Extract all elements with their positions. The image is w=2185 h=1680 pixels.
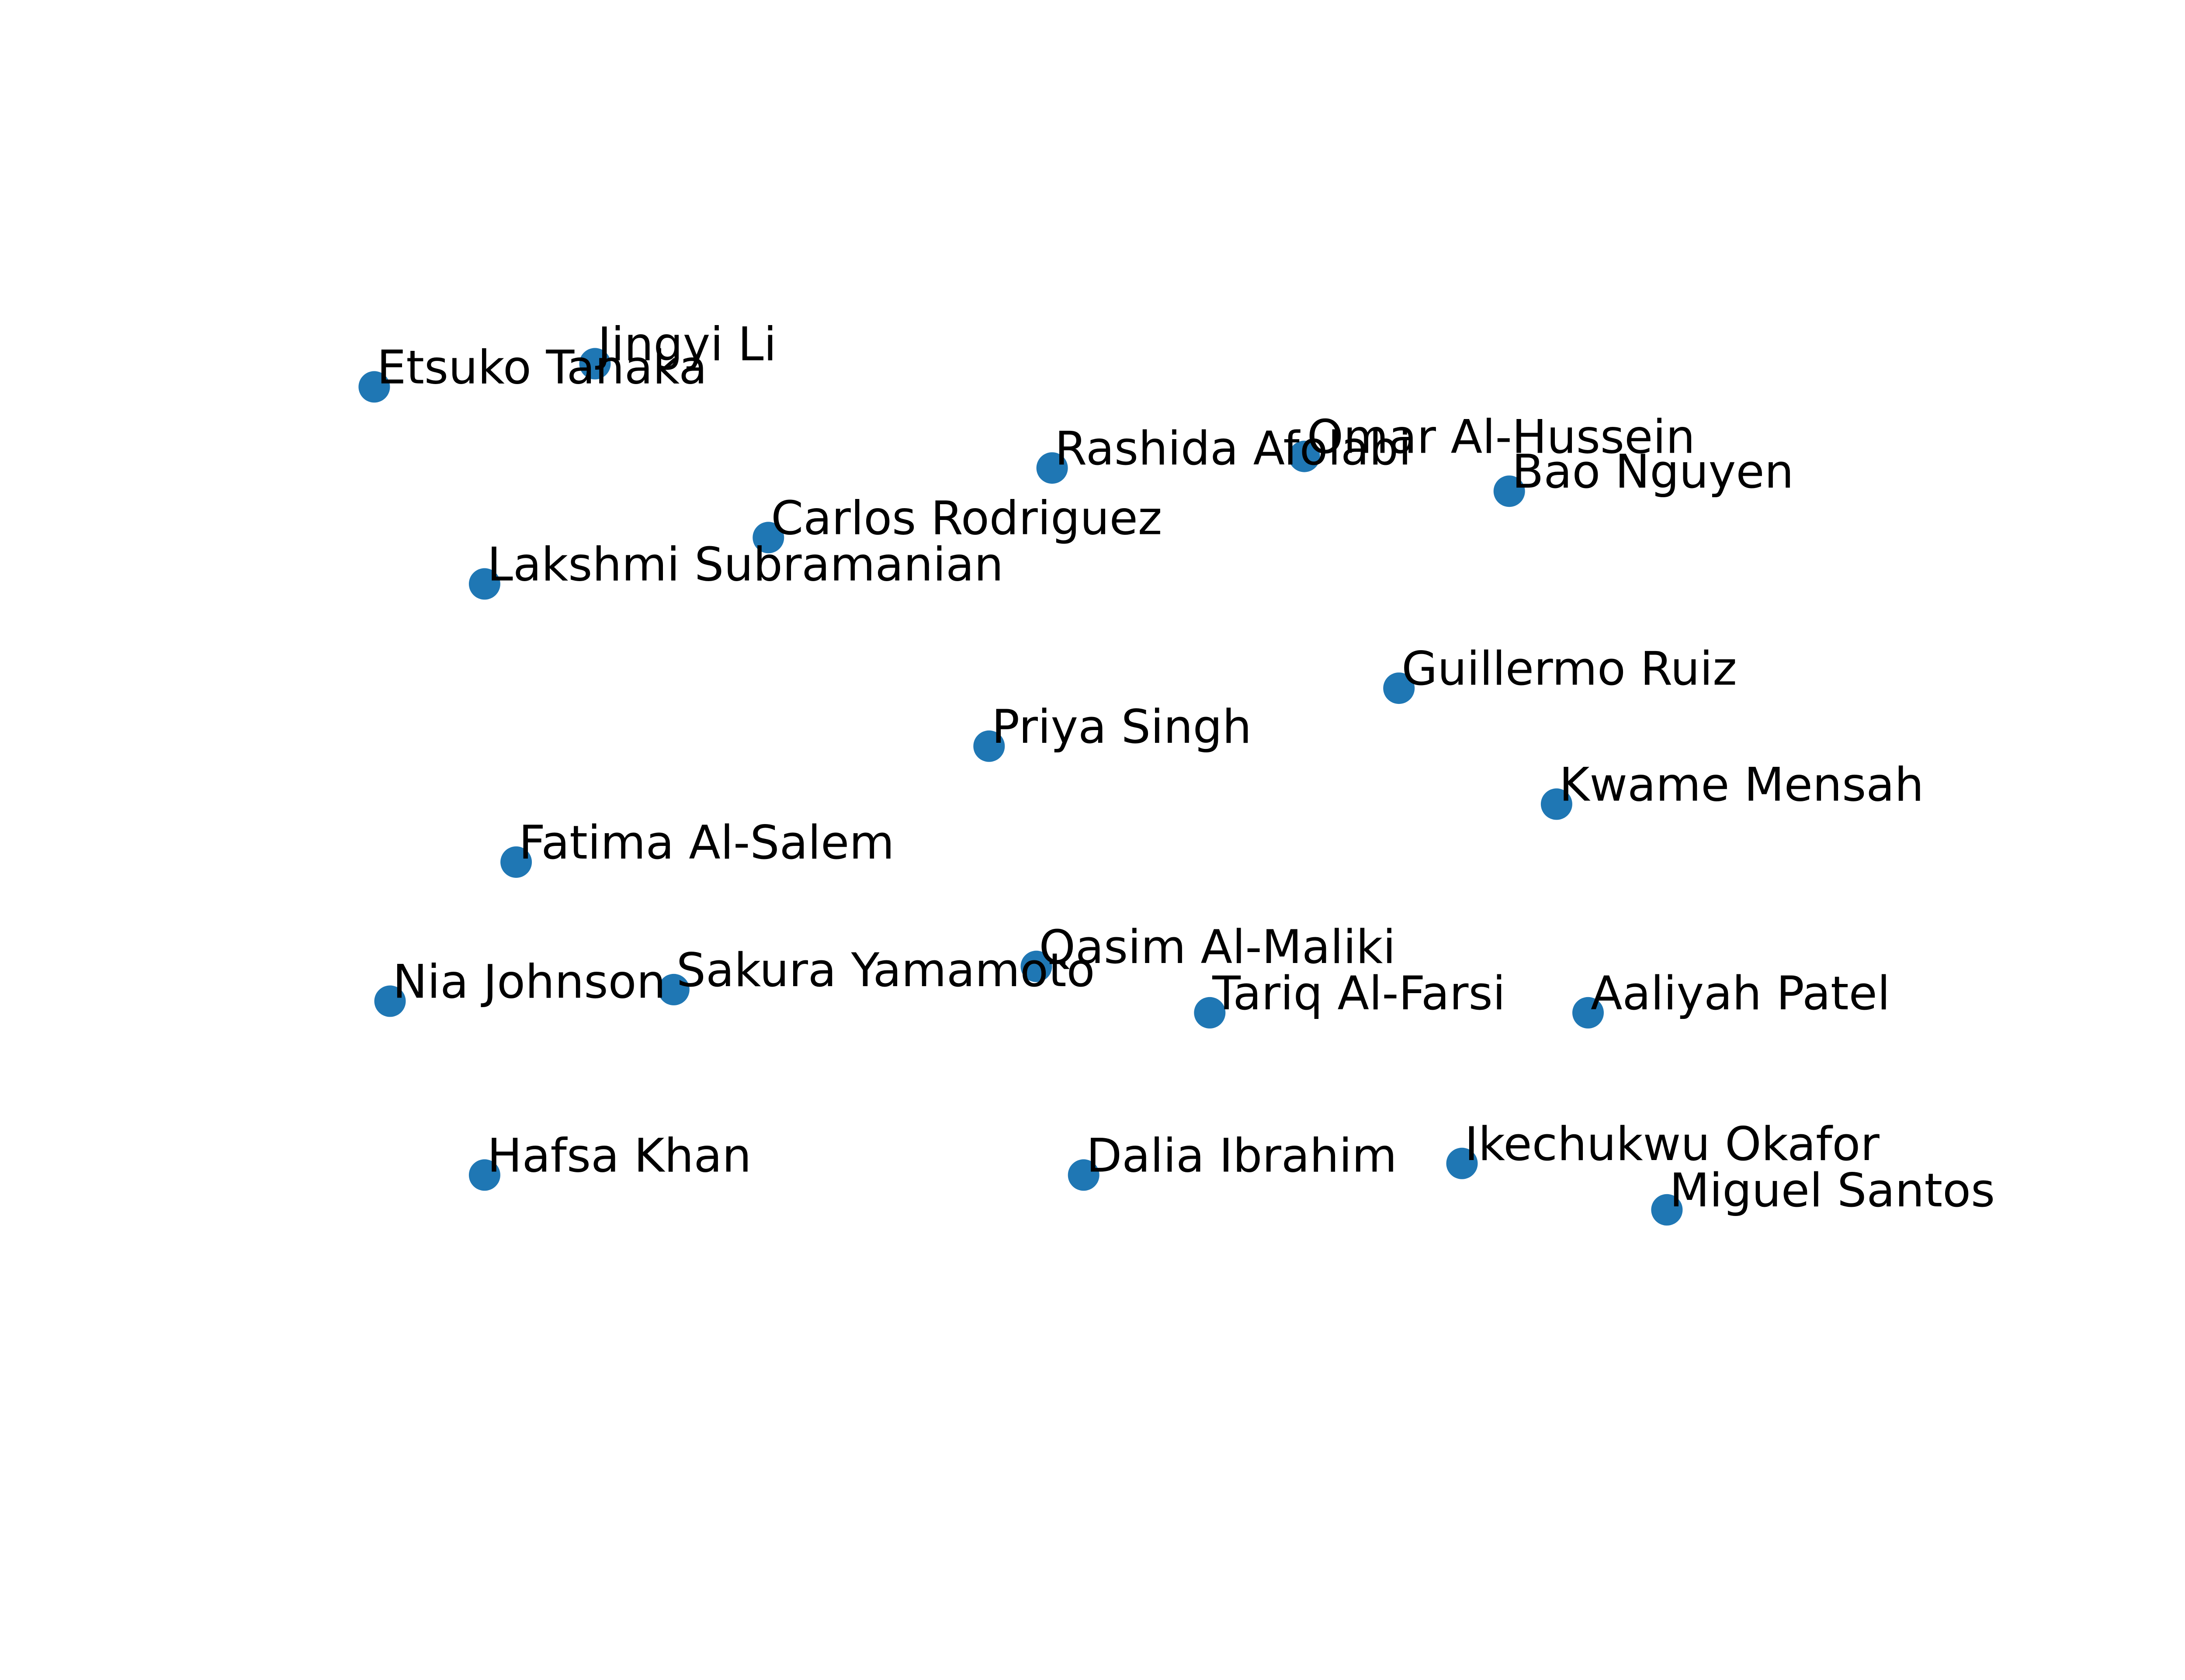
point-label: Omar Al-Hussein [1307,410,1695,464]
scatter-point [658,973,690,1005]
point-label: Carlos Rodriguez [771,491,1162,545]
scatter-point [374,985,406,1017]
scatter-point [1493,475,1525,507]
scatter-point [1288,440,1320,472]
scatter-point [973,730,1005,762]
scatter-point [1036,452,1068,484]
point-label: Lakshmi Subramanian [487,537,1003,591]
scatter-point [1540,788,1572,820]
point-label: Ikechukwu Okafor [1465,1117,1880,1171]
scatter-point [753,522,784,554]
point-label: Dalia Ibrahim [1086,1129,1397,1182]
scatter-point [468,1159,500,1191]
scatter-point [1446,1147,1478,1179]
scatter-point [1572,997,1604,1029]
scatter-point [1068,1159,1099,1191]
point-label: Qasim Al-Maliki [1039,920,1396,974]
scatter-point [1194,997,1226,1029]
scatter-point [579,348,611,380]
point-label: Bao Nguyen [1512,445,1794,499]
point-label: Fatima Al-Salem [519,816,895,869]
point-label: Rashida Afolabi [1055,422,1412,475]
point-label: Etsuko Tanaka [377,340,707,394]
scatter-point [468,568,500,600]
point-label: Aaliyah Patel [1591,966,1890,1020]
points-layer [358,348,1683,1226]
scatter-point [1651,1194,1683,1226]
scatter-point [500,846,532,878]
point-label: Jingyi Li [595,317,777,371]
point-label: Kwame Mensah [1559,758,1924,811]
scatter-point [358,371,390,403]
point-label: Miguel Santos [1669,1164,1995,1217]
point-label: Sakura Yamamoto [676,943,1095,997]
scatter-point [1020,950,1052,982]
point-label: Priya Singh [992,700,1252,754]
point-label: Nia Johnson [393,955,666,1008]
point-label: Guillermo Ruiz [1401,642,1737,696]
scatter-point [1383,672,1415,704]
point-label: Hafsa Khan [487,1129,752,1182]
point-label: Tariq Al-Farsi [1212,966,1505,1020]
